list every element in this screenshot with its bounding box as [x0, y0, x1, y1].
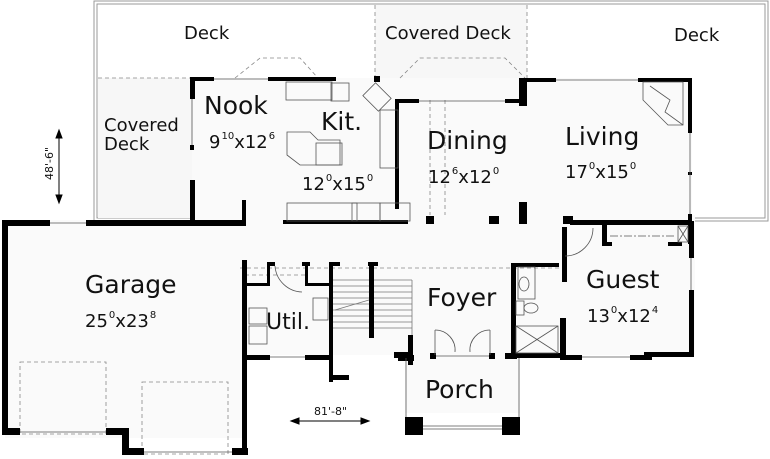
kitchen-dimensions: 120x150 — [302, 173, 374, 195]
depth-dimension-label: 48'-6" — [43, 146, 56, 180]
living-dimensions: 170x150 — [565, 161, 637, 183]
covered-deck-left-label-line1: Covered — [104, 115, 179, 136]
guest-dimensions: 130x124 — [587, 305, 659, 327]
nook-label: Nook — [204, 91, 268, 120]
dimension-arrows — [55, 128, 371, 425]
dining-label: Dining — [427, 126, 508, 155]
garage-dimensions: 250x238 — [85, 310, 157, 332]
covered-deck-left-label-line2: Deck — [104, 134, 150, 155]
dining-dimensions: 126x120 — [428, 166, 500, 188]
utility-label: Util. — [266, 310, 310, 335]
deck-right-label: Deck — [674, 25, 720, 46]
kitchen-label: Kit. — [321, 107, 363, 136]
porch-label: Porch — [425, 375, 494, 404]
foyer-label: Foyer — [427, 283, 497, 312]
width-dimension-label: 81'-8" — [314, 405, 348, 418]
nook-dimensions: 910x126 — [209, 131, 276, 153]
covered-deck-top-label: Covered Deck — [385, 23, 511, 44]
guest-label: Guest — [586, 265, 660, 294]
deck-left-label: Deck — [184, 23, 230, 44]
living-label: Living — [565, 122, 640, 151]
garage-label: Garage — [85, 270, 177, 299]
